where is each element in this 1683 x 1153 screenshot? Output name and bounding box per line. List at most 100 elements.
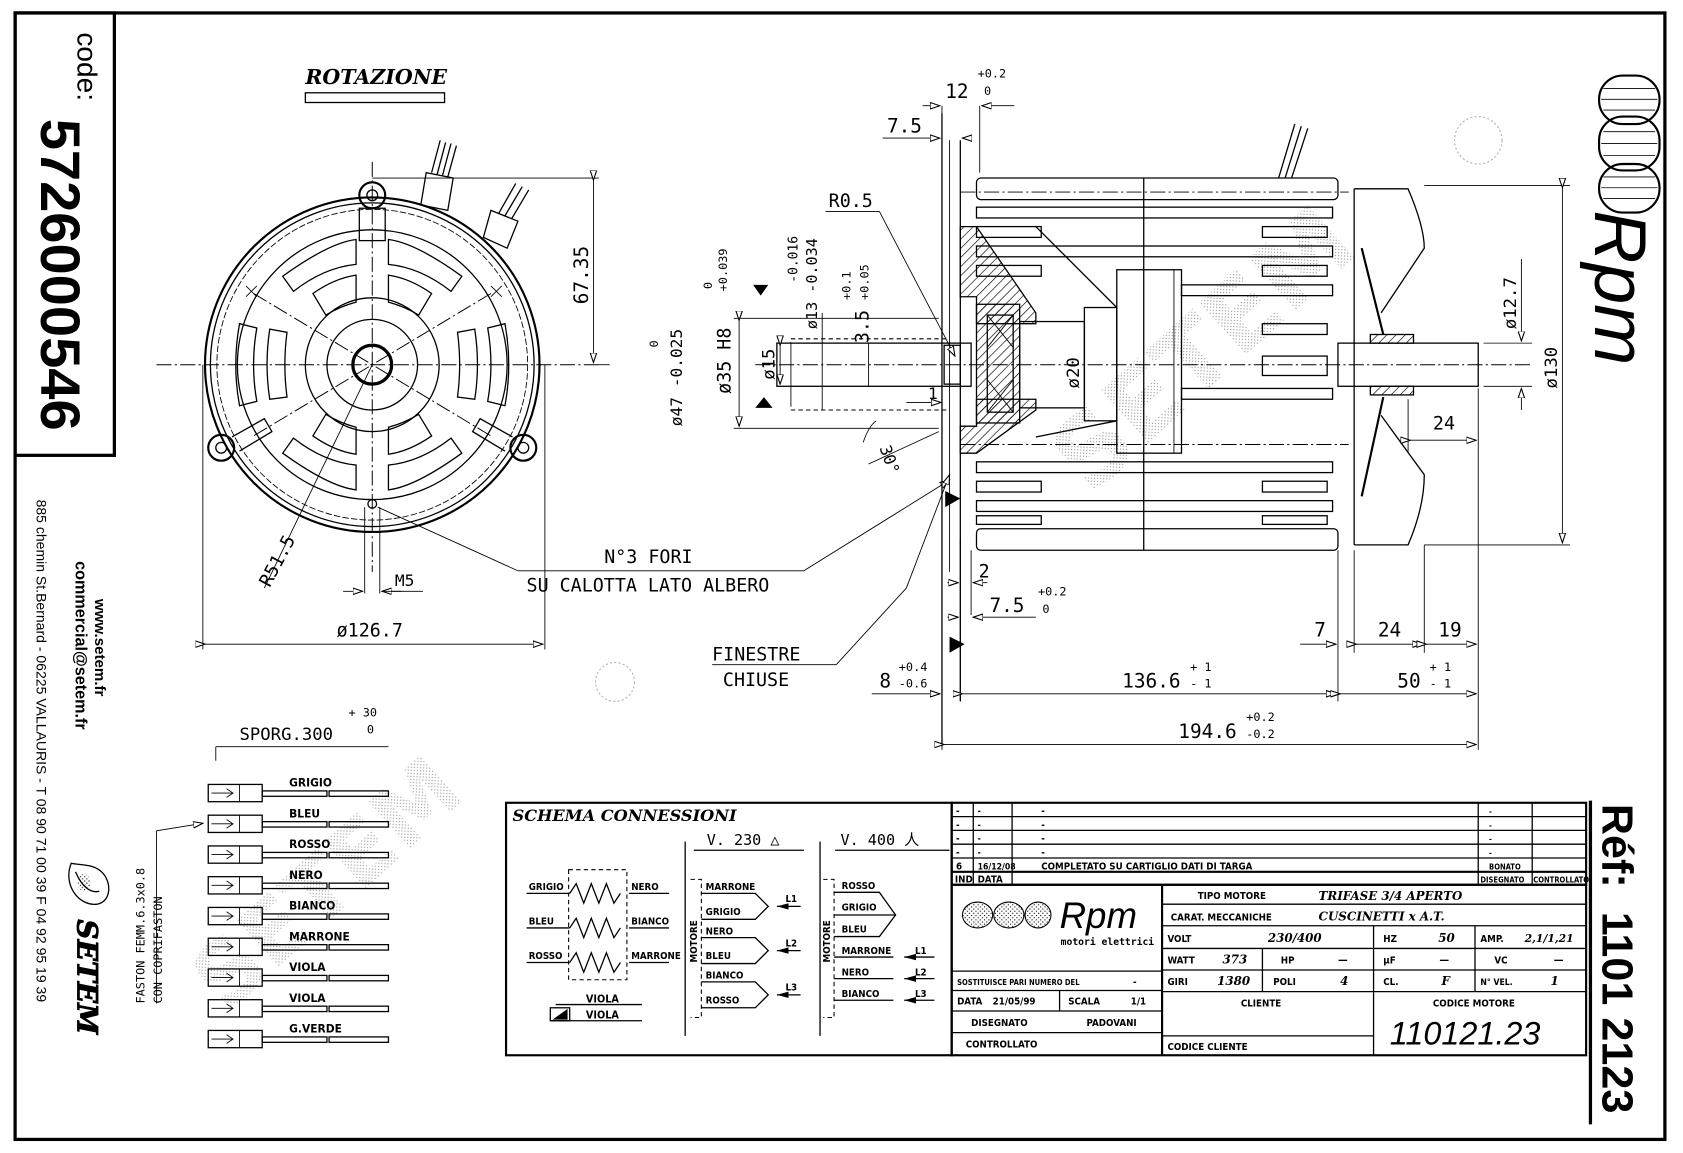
dim-shaft-20: ø20 (1064, 357, 1084, 388)
star-wire-label: ROSSO (842, 881, 876, 892)
rpm-small-logo-icon (961, 901, 1052, 929)
dim-7-5-bottom-tol-lower: 0 (1042, 602, 1049, 616)
lead-length-tol-lower: 0 (367, 723, 374, 737)
dim-3-5: 3.5 (853, 310, 874, 343)
dim-194-6-tol-lower: -0.2 (1246, 727, 1275, 741)
dim-35-tol-lower: +0.039 (716, 248, 730, 291)
dim-136-6-tol-upper: + 1 (1190, 660, 1211, 674)
star-line-label: L1 (915, 946, 927, 957)
sheet-border (13, 11, 1667, 1142)
winding-right-label: BIANCO (631, 917, 669, 928)
rev-header-controllato: CONTROLLATO (1533, 876, 1589, 885)
codice-motore-value: 110121.23 (1390, 1015, 1541, 1051)
winding-right-label: MARRONE (631, 951, 681, 962)
star-line-wire: NERO (842, 967, 869, 978)
data-label: DATA (957, 997, 982, 1008)
revision-date: 16/12/08 (978, 862, 1016, 872)
winding: BLEU BIANCO (526, 916, 669, 940)
thermal-top-label: VIOLA (586, 992, 620, 1005)
amp-label: AMP. (1480, 934, 1503, 945)
wire-lead: MARRONE (207, 929, 390, 957)
rpm-brand: Rpm (1579, 210, 1661, 365)
dim-50-tol-upper: + 1 (1430, 660, 1451, 674)
star-line-label: L3 (915, 989, 927, 1000)
star-wire-label: GRIGIO (842, 903, 877, 914)
carat-label: CARAT. MECCANICHE (1171, 912, 1272, 923)
wire-lead: NERO (207, 868, 390, 895)
dim-8-tol-lower: -0.6 (899, 676, 928, 690)
delta-line-label: L2 (786, 938, 798, 949)
vc-value: — (1554, 954, 1564, 967)
address: 885 chemin St.Bernard - 06225 VALLAURIS … (34, 500, 50, 1003)
hp-label: HP (1281, 956, 1295, 967)
dim-12-7: ø12.7 (1501, 277, 1521, 329)
code-label: code: (72, 32, 103, 101)
revision-date: - (978, 849, 981, 859)
revision-description: - (1041, 806, 1045, 817)
star-motor-label: MOTORE (822, 920, 833, 962)
cl-label: CL. (1383, 977, 1398, 988)
revision-drawn-by: BONATO (1489, 862, 1521, 871)
revision-row: ---- (951, 843, 1587, 859)
revision-ind: - (956, 834, 960, 845)
star-title: V. 400 人 (841, 831, 920, 849)
poli-label: POLI (1273, 977, 1296, 988)
thermal-bottom-label: VIOLA (586, 1009, 620, 1022)
scala-value: 1/1 (1131, 997, 1146, 1008)
dim-19: 19 (1438, 619, 1461, 642)
dim-50-tol-lower: - 1 (1430, 676, 1451, 690)
dim-3-5-tol-upper: +0.1 (839, 271, 853, 300)
winding-left-label: BLEU (529, 917, 554, 928)
disegnato-value: PADOVANI (1087, 1018, 1137, 1029)
ref-label: Réf: (1592, 804, 1640, 888)
dim-7-5-bottom-tol-upper: +0.2 (1038, 585, 1067, 599)
lead-length-label: SPORG.300 (240, 725, 333, 745)
revision-date: - (978, 807, 981, 817)
poli-value: 4 (1340, 974, 1348, 988)
windows-note-line1: FINESTRE (712, 644, 800, 665)
vc-label: VC (1494, 956, 1507, 967)
dim-3-5-tol-lower: +0.05 (858, 264, 872, 300)
wire-lead: VIOLA (207, 960, 390, 987)
revision-drawn-by: - (1489, 821, 1492, 830)
tipo-motore-value: TRIFASE 3/4 APERTO (1319, 889, 1463, 903)
watermark-copyright-icon (1453, 115, 1503, 165)
wire-label: GRIGIO (289, 776, 332, 790)
star-wire-label: BLEU (842, 924, 867, 935)
dim-r0-5: R0.5 (829, 191, 873, 212)
dim-47-tol: 0 (647, 340, 661, 347)
dim-8: 8 (879, 669, 891, 692)
dim-194-6-tol-upper: +0.2 (1246, 710, 1275, 724)
delta-wire-a: MARRONE (706, 882, 756, 893)
cable-gland (420, 140, 530, 250)
dim-angle: 30° (876, 443, 904, 477)
codice-cliente-label: CODICE CLIENTE (1167, 1042, 1247, 1053)
delta-motor-label: MOTORE (689, 920, 700, 962)
amp-value: 2,1/1,21 (1524, 932, 1574, 945)
ref-value: 1101 2123 (1592, 912, 1640, 1114)
setem-logo-icon (68, 862, 110, 905)
wire-lead: VIOLA (207, 991, 390, 1018)
wire-label: VIOLA (289, 991, 326, 1005)
rev-header-disegnato: DISEGNATO (1480, 876, 1524, 885)
title-logo-sub: motori elettrici (1061, 936, 1155, 948)
title-logo-text: Rpm (1060, 895, 1137, 936)
revision-drawn-by: - (1489, 835, 1492, 844)
schema-title: SCHEMA CONNESSIONI (513, 806, 738, 825)
rpm-logo-icon (1597, 74, 1661, 214)
faston-note-line1: FASTON FEMM.6.3x0.8 (134, 868, 148, 1004)
data-value: 21/05/99 (993, 997, 1036, 1008)
delta-wire-b: GRIGIO (706, 907, 741, 918)
dim-height: 67.35 (570, 246, 593, 304)
giri-label: GIRI (1167, 977, 1187, 988)
revision-row: ---- (951, 829, 1587, 845)
cliente-label: CLIENTE (1241, 999, 1281, 1010)
revision-date: - (978, 821, 981, 831)
left-strip: code: 5726000546 www.setem.fr commercial… (13, 11, 116, 1036)
delta-wire-b: ROSSO (706, 995, 740, 1006)
